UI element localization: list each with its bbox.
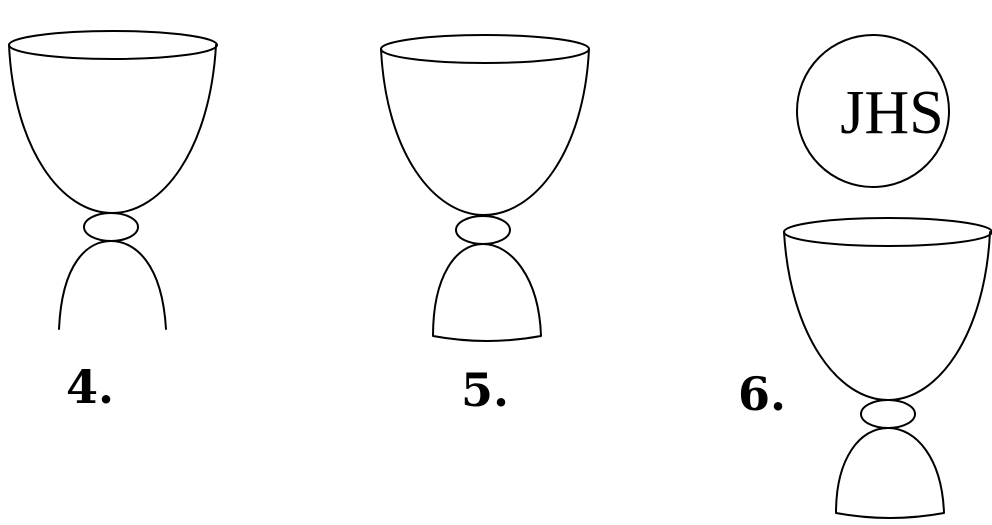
chalice-6-number: 6. xyxy=(738,367,786,421)
chalice-4-knot xyxy=(84,213,138,241)
chalice-6-foot xyxy=(836,428,944,518)
chalice-5: 5. xyxy=(381,35,589,417)
chalice-4-bowl xyxy=(9,45,216,213)
chalice-5-bowl xyxy=(381,49,589,215)
chalice-6-rim xyxy=(784,218,992,246)
chalice-6-bowl xyxy=(784,232,990,400)
chalice-4-foot-arch xyxy=(59,241,166,329)
chalice-4-rim xyxy=(9,31,217,59)
chalice-5-knot xyxy=(456,216,510,244)
chalice-6: JHS 6. xyxy=(738,35,992,518)
chalice-5-rim xyxy=(381,35,589,63)
chalice-5-number: 5. xyxy=(461,363,509,417)
chalice-5-foot xyxy=(433,244,541,341)
chalice-4-number: 4. xyxy=(66,360,114,414)
chalice-4: 4. xyxy=(9,31,217,414)
chalice-6-knot xyxy=(861,400,915,428)
host-inscription: JHS xyxy=(840,79,943,147)
